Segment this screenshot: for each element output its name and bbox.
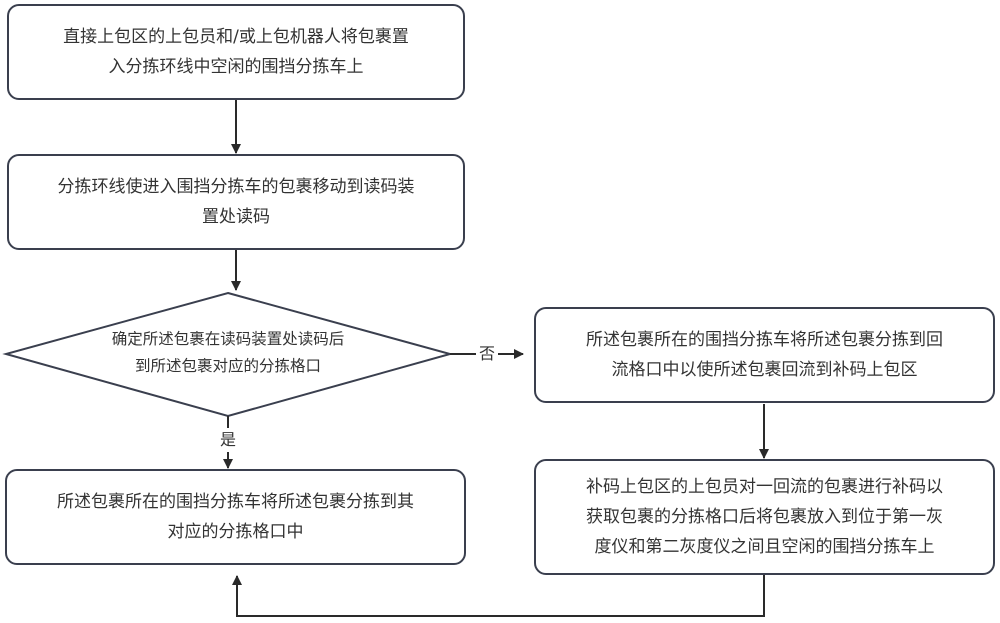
edge-label-yes: 是: [219, 430, 238, 449]
yes-step-text: 所述包裹所在的围挡分拣车将所述包裹分拣到其 对应的分拣格口中: [57, 487, 414, 547]
step2-line-1: 分拣环线使进入围挡分拣车的包裹移动到读码装: [57, 177, 415, 197]
recode-step-line-2: 获取包裹的分拣格口后将包裹放入到位于第一灰: [586, 507, 943, 527]
step1-line-1: 直接上包区的上包员和/或上包机器人将包裹置: [63, 27, 409, 47]
edge-recode-to-yes: [232, 575, 765, 617]
recode-step-line-3: 度仪和第二灰度仪之间且空闲的围挡分拣车上: [594, 537, 935, 557]
recode-step-line-1: 补码上包区的上包员对一回流的包裹进行补码以: [586, 477, 943, 497]
recode-step-box: 补码上包区的上包员对一回流的包裹进行补码以 获取包裹的分拣格口后将包裹放入到位于…: [534, 459, 995, 575]
step2-text: 分拣环线使进入围挡分拣车的包裹移动到读码装 置处读码: [58, 172, 415, 232]
decision-line-2: 到所述包裹对应的分拣格口: [134, 357, 321, 375]
no-step-text: 所述包裹所在的围挡分拣车将所述包裹分拣到回 流格口中以使所述包裹回流到补码上包区: [586, 325, 943, 385]
step1-box: 直接上包区的上包员和/或上包机器人将包裹置 入分拣环线中空闲的围挡分拣车上: [7, 4, 465, 100]
step2-box: 分拣环线使进入围挡分拣车的包裹移动到读码装 置处读码: [7, 154, 465, 250]
decision-text: 确定所述包裹在读码装置处读码后 到所述包裹对应的分拣格口: [60, 326, 396, 380]
step1-line-2: 入分拣环线中空闲的围挡分拣车上: [108, 57, 364, 77]
no-step-box: 所述包裹所在的围挡分拣车将所述包裹分拣到回 流格口中以使所述包裹回流到补码上包区: [534, 307, 995, 403]
yes-step-box: 所述包裹所在的围挡分拣车将所述包裹分拣到其 对应的分拣格口中: [5, 469, 466, 565]
no-step-line-1: 所述包裹所在的围挡分拣车将所述包裹分拣到回: [586, 330, 943, 350]
step1-text: 直接上包区的上包员和/或上包机器人将包裹置 入分拣环线中空闲的围挡分拣车上: [63, 22, 409, 82]
yes-step-line-1: 所述包裹所在的围挡分拣车将所述包裹分拣到其: [57, 492, 414, 512]
edge-label-no: 否: [478, 344, 497, 363]
no-step-line-2: 流格口中以使所述包裹回流到补码上包区: [611, 360, 918, 380]
decision-line-1: 确定所述包裹在读码装置处读码后: [111, 330, 345, 348]
step2-line-2: 置处读码: [202, 207, 270, 227]
recode-step-text: 补码上包区的上包员对一回流的包裹进行补码以 获取包裹的分拣格口后将包裹放入到位于…: [586, 472, 943, 562]
yes-step-line-2: 对应的分拣格口中: [167, 522, 304, 542]
